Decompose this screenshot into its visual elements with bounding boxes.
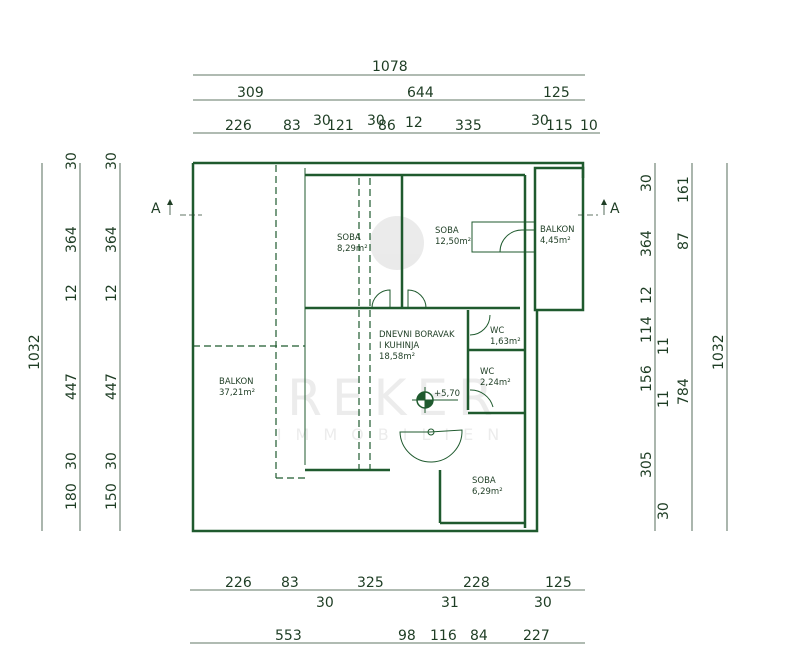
dimension-label: 30 (531, 113, 549, 129)
dimension-label: 30 (104, 452, 120, 470)
dimension-label: 226 (225, 118, 252, 134)
dimension-label: 12,50m² (435, 237, 471, 247)
dimension-label: 114 (639, 316, 655, 343)
dimension-label: 31 (441, 595, 459, 611)
left-dimensions: 1032 30 364 12 447 30 180 30 364 12 447 … (27, 152, 121, 531)
dimension-label: 30 (104, 152, 120, 170)
dimension-label: WC (490, 326, 504, 336)
dimension-label: 364 (64, 226, 80, 253)
dimension-label: 11 (656, 337, 672, 355)
dimension-label: 227 (523, 628, 550, 644)
dimension-label: 161 (676, 176, 692, 203)
dimension-label: 30 (316, 595, 334, 611)
dimension-label: 553 (275, 628, 302, 644)
section-markers: A A (151, 199, 620, 217)
dimension-label: 1,63m² (490, 337, 521, 347)
dimension-label: 116 (430, 628, 457, 644)
dimension-label: A (151, 201, 161, 217)
dimension-label: 12 (639, 286, 655, 304)
dimension-label: 364 (639, 230, 655, 257)
dimension-label: 18,58m² (379, 352, 415, 362)
dimension-label: BALKON (540, 225, 575, 235)
dimension-label: I KUHINJA (379, 341, 419, 351)
watermark-logo: REKER IMMOBILIEN (277, 216, 513, 444)
dimension-label: 12 (405, 115, 423, 131)
dimension-label: 98 (398, 628, 416, 644)
dimension-label: 447 (64, 373, 80, 400)
dimension-label: 37,21m² (219, 388, 255, 398)
dimension-label: 10 (580, 118, 598, 134)
dimension-label: 30 (64, 452, 80, 470)
dimension-label: 335 (455, 118, 482, 134)
right-dimensions: 30 364 12 114 11 156 11 305 30 161 87 78… (639, 163, 728, 531)
dimension-label: BALKON (219, 377, 254, 387)
spiral-staircase (399, 428, 463, 463)
dimension-label: 156 (639, 365, 655, 392)
watermark-sub: IMMOBILIEN (277, 425, 513, 444)
dimension-label: 305 (639, 451, 655, 478)
dimension-label: 115 (546, 118, 573, 134)
level-marker: +5,70 (412, 387, 460, 413)
dimension-label: SOBA (337, 233, 361, 243)
walls (191, 161, 585, 533)
dimension-label: 180 (64, 483, 80, 510)
dimension-label: 1032 (711, 334, 727, 370)
dimension-label: 325 (357, 575, 384, 591)
dimension-label: 12 (64, 284, 80, 302)
doors (371, 229, 535, 408)
level-label: +5,70 (434, 389, 460, 399)
dimension-label: 4,45m² (540, 236, 571, 246)
dimension-label: WC (480, 367, 494, 377)
dimension-label: 150 (104, 483, 120, 510)
dimension-label: 226 (225, 575, 252, 591)
dimension-label: 86 (378, 118, 396, 134)
dimension-label: DNEVNI BORAVAK (379, 330, 455, 340)
dimension-label: 121 (327, 118, 354, 134)
dimension-label: 83 (283, 118, 301, 134)
dimension-label: 1032 (27, 334, 43, 370)
dimension-label: 12 (104, 284, 120, 302)
dimension-label: 447 (104, 373, 120, 400)
dimension-label: 87 (676, 232, 692, 250)
top-dimensions: 1078 309 644 125 226 83 30 121 30 86 12 … (193, 59, 600, 134)
dimension-label: 30 (64, 152, 80, 170)
dimension-label: A (610, 201, 620, 217)
dimension-label: 644 (407, 85, 434, 101)
dimension-label: 125 (543, 85, 570, 101)
dimension-label: 2,24m² (480, 378, 511, 388)
dashed-lines (193, 165, 371, 479)
dimension-label: 784 (676, 378, 692, 405)
dimension-label: SOBA (435, 226, 459, 236)
dimension-label: 11 (656, 390, 672, 408)
dimension-label: 30 (534, 595, 552, 611)
dimension-label: 6,29m² (472, 487, 503, 497)
dimension-label: 83 (281, 575, 299, 591)
watermark-brand: REKER (287, 369, 502, 427)
dimension-label: 8,29m² (337, 244, 368, 254)
dimension-label: 228 (463, 575, 490, 591)
dimension-label: 30 (656, 502, 672, 520)
dimension-label: 30 (367, 113, 385, 129)
dimension-label: SOBA (472, 476, 496, 486)
dimension-label: 30 (313, 113, 331, 129)
dimension-label: 125 (545, 575, 572, 591)
dimension-label: 84 (470, 628, 488, 644)
dimension-label: 364 (104, 226, 120, 253)
dimension-label: 1078 (372, 59, 408, 75)
dimension-label: 30 (639, 174, 655, 192)
dimension-label: 309 (237, 85, 264, 101)
bottom-dimensions: 226 83 325 228 125 30 31 30 553 98 116 8… (190, 575, 585, 644)
